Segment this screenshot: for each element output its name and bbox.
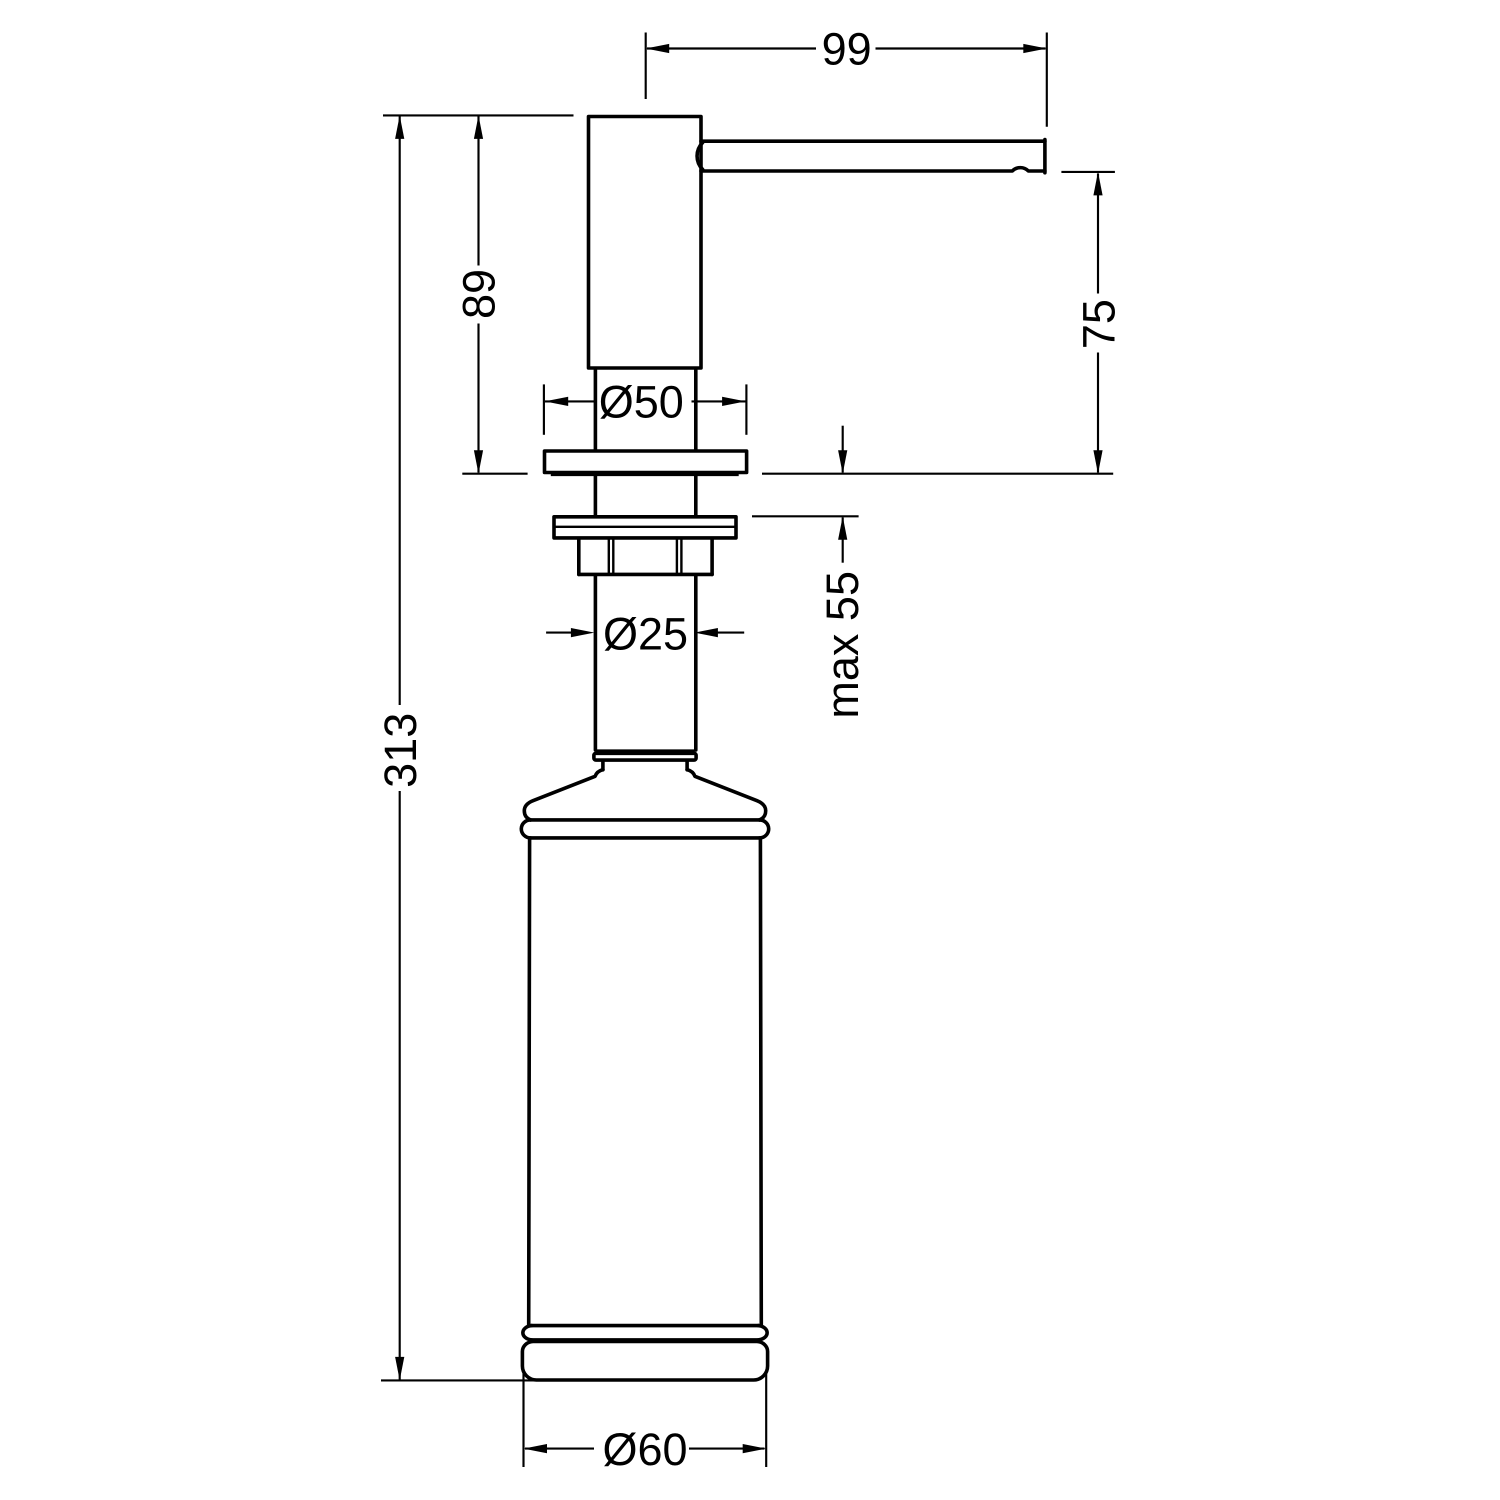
svg-text:Ø50: Ø50 bbox=[599, 376, 684, 427]
svg-text:Ø25: Ø25 bbox=[603, 609, 688, 660]
svg-text:max 55: max 55 bbox=[817, 571, 868, 719]
svg-text:313: 313 bbox=[375, 713, 426, 788]
svg-text:99: 99 bbox=[822, 24, 872, 75]
svg-text:75: 75 bbox=[1073, 299, 1124, 349]
svg-text:Ø60: Ø60 bbox=[602, 1424, 687, 1475]
svg-text:89: 89 bbox=[454, 269, 505, 319]
